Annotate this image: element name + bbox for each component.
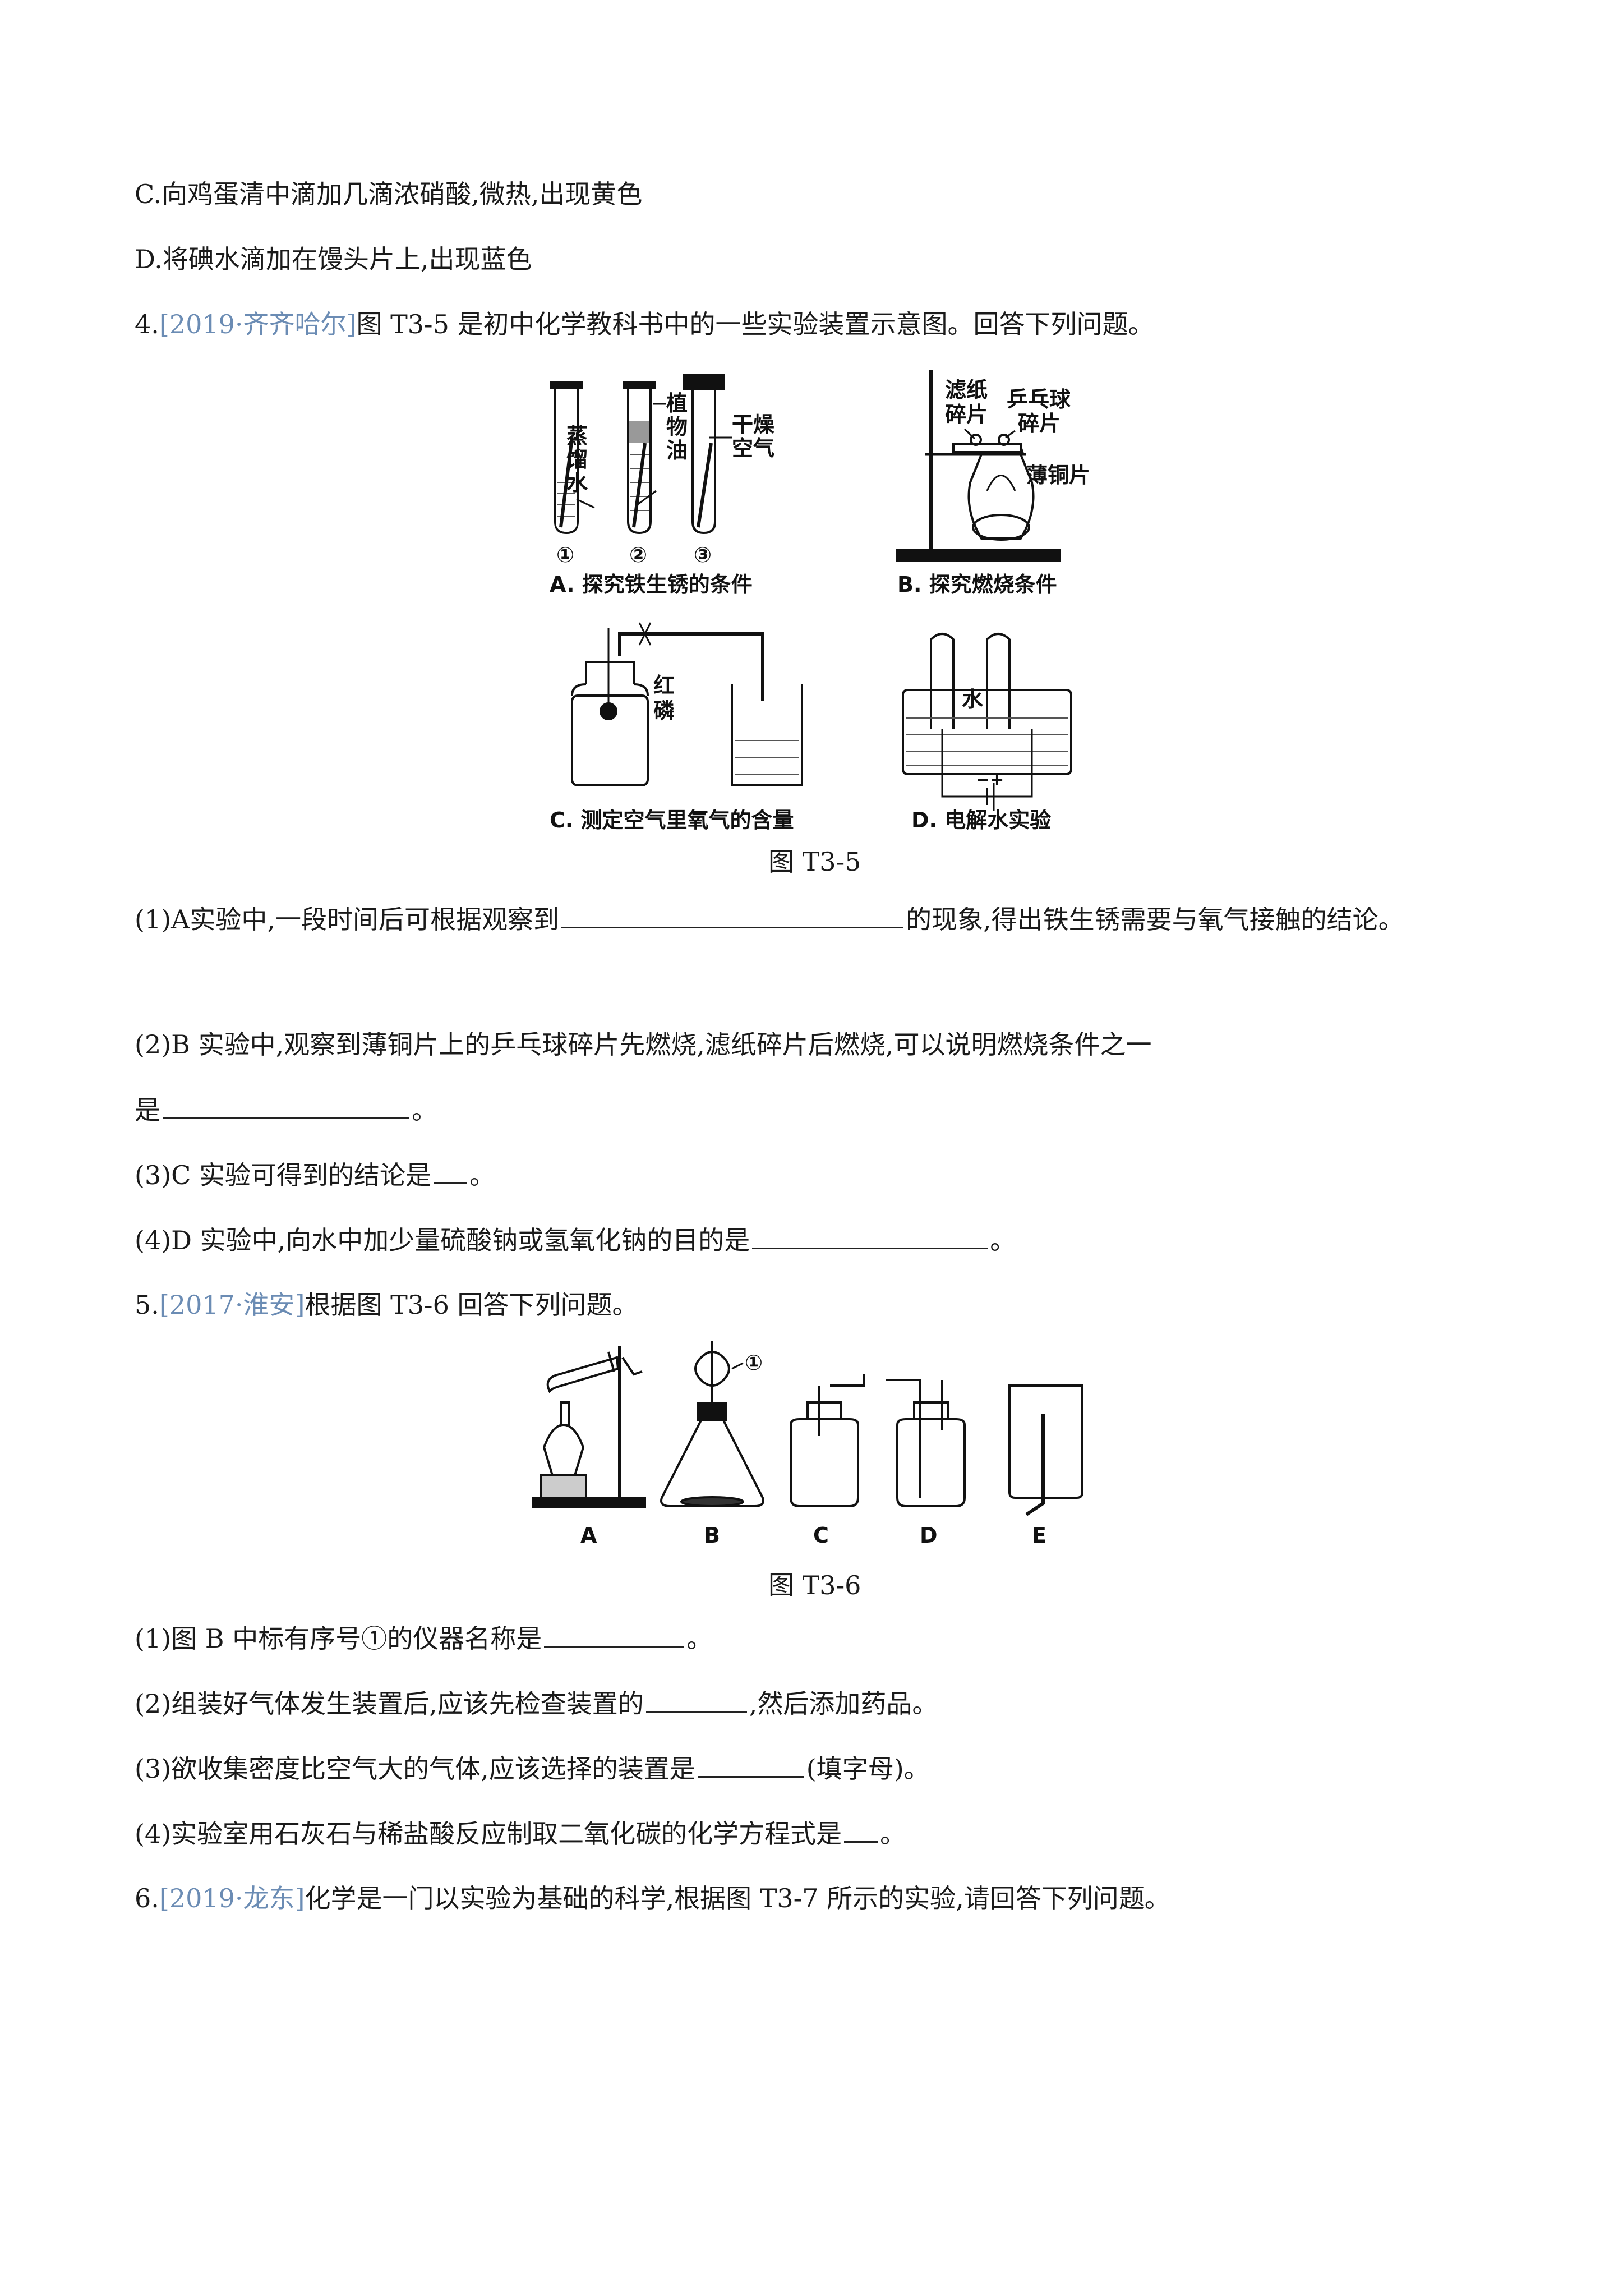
label-polarity: −+ (976, 770, 1004, 790)
q4-1-text-b: 的现象,得出铁生锈需要与氧气接触的结论。 (906, 904, 1404, 935)
question-5-2: (2)组装好气体发生装置后,应该先检查装置的 ,然后添加药品。 (135, 1686, 938, 1720)
label-filter-paper-1: 滤纸 (945, 378, 988, 402)
q4-4-text-a: (4)D 实验中,向水中加少量硫酸钠或氢氧化钠的目的是 (135, 1225, 750, 1255)
label-tube-1: ① (556, 542, 574, 567)
question-4-4: (4)D 实验中,向水中加少量硫酸钠或氢氧化钠的目的是 。 (135, 1223, 1016, 1257)
apparatus-b: ① B (660, 1341, 764, 1548)
figure-t3-5: 蒸 馏 水 植 物 油 干燥 空气 ① ② ③ A. 探究铁生锈的条件 滤纸 碎… (550, 370, 1090, 832)
label-water-1: 蒸 (566, 424, 588, 448)
question-source: [2019·龙东] (159, 1883, 305, 1913)
q4-2-text-b: 是 (135, 1095, 160, 1125)
question-source: [2017·淮安] (159, 1290, 305, 1320)
q4-4-text-b: 。 (990, 1225, 1016, 1255)
question-6-stem: 6.[2019·龙东]化学是一门以实验为基础的科学,根据图 T3-7 所示的实验… (135, 1881, 1170, 1915)
answer-blank-4-1[interactable] (561, 902, 904, 928)
q5-2-text-a: (2)组装好气体发生装置后,应该先检查装置的 (135, 1688, 644, 1719)
question-text: 化学是一门以实验为基础的科学,根据图 T3-7 所示的实验,请回答下列问题。 (305, 1883, 1170, 1913)
label-dry-air-2: 空气 (732, 436, 774, 461)
q5-1-text-a: (1)图 B 中标有序号①的仪器名称是 (135, 1623, 542, 1654)
label-ping-pong-1: 乒乓球 (1007, 387, 1071, 412)
answer-blank-4-4[interactable] (752, 1223, 988, 1249)
label-c: C (813, 1523, 829, 1548)
caption-c: C. 测定空气里氧气的含量 (550, 808, 794, 832)
figure-t3-6-caption: 图 T3-6 (768, 1570, 861, 1600)
figure-t3-5-caption: 图 T3-5 (768, 846, 861, 877)
label-b: B (704, 1523, 720, 1548)
label-water-3: 水 (566, 471, 588, 495)
q5-4-text-a: (4)实验室用石灰石与稀盐酸反应制取二氧化碳的化学方程式是 (135, 1819, 842, 1849)
label-water-d: 水 (962, 687, 984, 712)
label-water-2: 馏 (566, 447, 588, 472)
option-c: C.向鸡蛋清中滴加几滴浓硝酸,微热,出现黄色 (135, 179, 643, 209)
question-5-3: (3)欲收集密度比空气大的气体,应该选择的装置是 (填字母)。 (135, 1751, 930, 1786)
q5-1-text-b: 。 (686, 1623, 713, 1654)
question-text: 根据图 T3-6 回答下列问题。 (305, 1290, 638, 1320)
label-oil-2: 物 (666, 415, 688, 439)
label-tube-2: ② (629, 542, 647, 567)
label-oil-1: 植 (666, 391, 688, 416)
question-number: 6. (135, 1883, 159, 1913)
q5-3-text-a: (3)欲收集密度比空气大的气体,应该选择的装置是 (135, 1754, 695, 1784)
question-5-stem: 5.[2017·淮安]根据图 T3-6 回答下列问题。 (135, 1288, 638, 1322)
question-4-3: (3)C 实验可得到的结论是 。 (135, 1158, 495, 1192)
q5-2-text-b: ,然后添加药品。 (749, 1688, 938, 1719)
question-5-4: (4)实验室用石灰石与稀盐酸反应制取二氧化碳的化学方程式是 。 (135, 1816, 906, 1851)
q4-3-text-b: 。 (469, 1160, 495, 1190)
question-text: 图 T3-5 是初中化学教科书中的一些实验装置示意图。回答下列问题。 (356, 309, 1154, 339)
figure-d-electrolysis: 水 −+ D. 电解水实验 (902, 633, 1072, 832)
answer-blank-5-1[interactable] (544, 1621, 685, 1648)
label-red-phosphorus-1: 红 (653, 673, 675, 698)
q4-2-text-c: 。 (412, 1095, 437, 1125)
apparatus-a: A (532, 1346, 646, 1548)
question-number: 4. (135, 309, 159, 339)
label-ping-pong-2: 碎片 (1018, 411, 1061, 436)
q5-4-text-b: 。 (880, 1819, 906, 1849)
label-d: D (920, 1523, 938, 1548)
label-oil-3: 油 (666, 438, 688, 463)
question-5-1: (1)图 B 中标有序号①的仪器名称是 。 (135, 1621, 712, 1655)
apparatus-c: C (790, 1374, 865, 1548)
caption-b: B. 探究燃烧条件 (897, 572, 1057, 597)
answer-blank-4-3[interactable] (433, 1158, 467, 1184)
answer-blank-5-4[interactable] (844, 1816, 878, 1843)
label-copper: 薄铜片 (1026, 463, 1090, 487)
question-4-stem: 4.[2019·齐齐哈尔]图 T3-5 是初中化学教科书中的一些实验装置示意图。… (135, 307, 1154, 341)
question-4-2: (2)B 实验中,观察到薄铜片上的乒乓球碎片先燃烧,滤纸碎片后燃烧,可以说明燃烧… (135, 1029, 1152, 1060)
question-number: 5. (135, 1290, 159, 1320)
figure-b-combustion: 滤纸 碎片 乒乓球 碎片 薄铜片 B. 探究燃烧条件 (896, 370, 1090, 597)
label-red-phosphorus-2: 磷 (653, 698, 675, 723)
option-d: D.将碘水滴加在馒头片上,出现蓝色 (135, 244, 532, 274)
label-a: A (580, 1523, 597, 1548)
figure-t3-6: A ① B C D E (532, 1341, 1083, 1548)
apparatus-d: D (886, 1379, 966, 1548)
label-e: E (1032, 1523, 1046, 1548)
q4-1-text-a: (1)A实验中,一段时间后可根据观察到 (135, 904, 560, 935)
label-filter-paper-2: 碎片 (945, 402, 988, 427)
answer-blank-5-3[interactable] (697, 1751, 804, 1778)
question-4-2-cont: 是。 (135, 1093, 437, 1127)
caption-a: A. 探究铁生锈的条件 (550, 572, 753, 597)
figure-a-test-tubes: 蒸 馏 水 植 物 油 干燥 空气 ① ② ③ A. 探究铁生锈的条件 (550, 374, 775, 597)
caption-d: D. 电解水实验 (911, 808, 1051, 832)
q4-3-text-a: (3)C 实验可得到的结论是 (135, 1160, 431, 1190)
question-source: [2019·齐齐哈尔] (159, 309, 357, 339)
question-4-1: (1)A实验中,一段时间后可根据观察到 的现象,得出铁生锈需要与氧气接触的结论。 (135, 902, 1404, 936)
label-dry-air-1: 干燥 (732, 412, 775, 437)
label-marker-1: ① (745, 1350, 763, 1375)
answer-blank-4-2[interactable] (163, 1093, 409, 1119)
answer-blank-5-2[interactable] (645, 1686, 747, 1713)
label-tube-3: ③ (694, 542, 712, 567)
apparatus-e: E (1008, 1384, 1083, 1548)
figure-c-oxygen: 红 磷 C. 测定空气里氧气的含量 (550, 622, 803, 832)
q5-3-text-b: (填字母)。 (806, 1754, 930, 1784)
